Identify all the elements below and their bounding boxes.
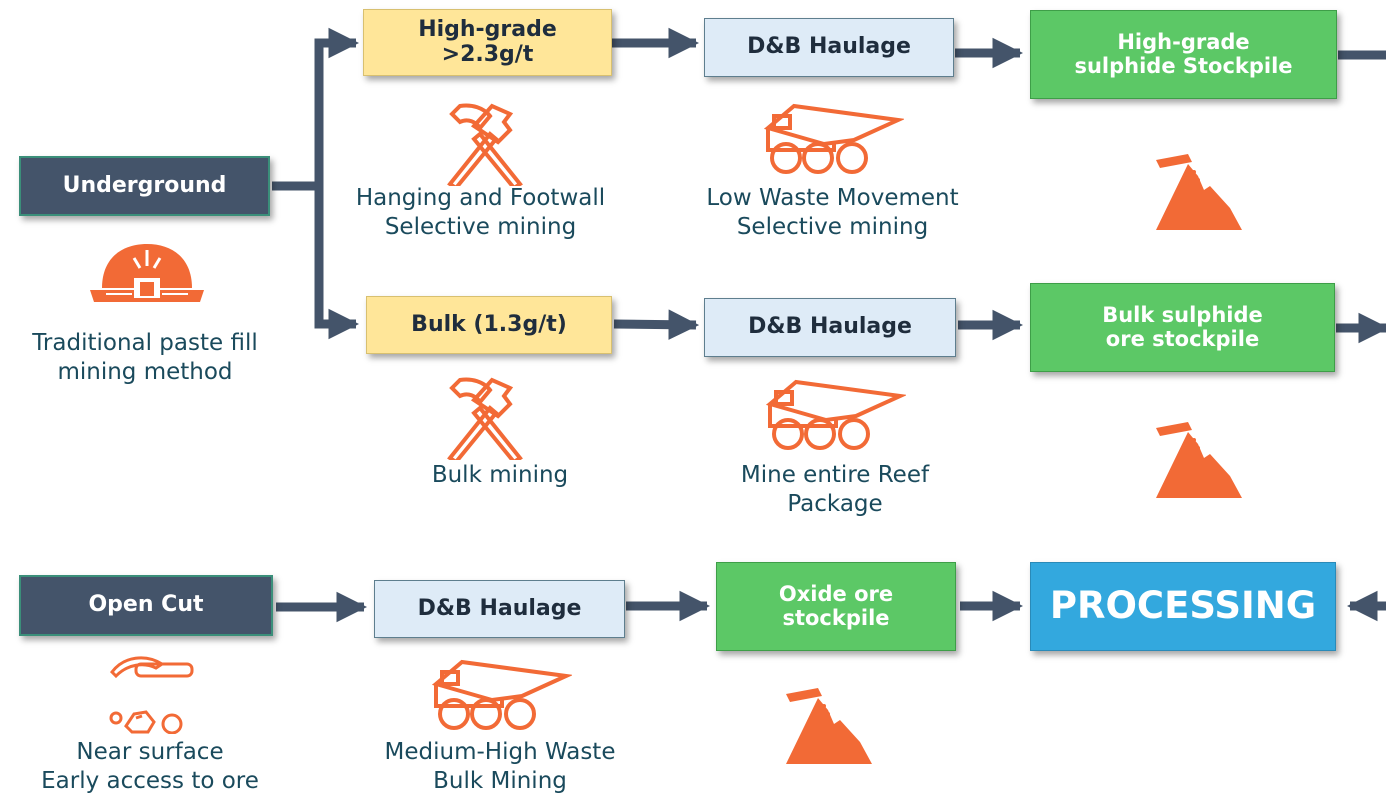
dump-truck-icon [432, 659, 572, 730]
bulk-caption: Bulk mining [380, 461, 620, 490]
processing-label: PROCESSING [1049, 584, 1317, 628]
haulage-open-node: D&B Haulage [374, 580, 625, 638]
oxide-stockpile-label-line1: Oxide ore [778, 582, 894, 607]
processing-node: PROCESSING [1030, 562, 1336, 651]
high-grade-label-line1: High-grade [418, 17, 557, 43]
haulage-mid-node: D&B Haulage [704, 298, 956, 357]
bulk-stockpile-node: Bulk sulphide ore stockpile [1030, 283, 1335, 372]
stockpile-icon [786, 688, 872, 764]
stockpile-icon [1156, 422, 1242, 498]
haulage-open-caption-line2: Bulk Mining [433, 768, 567, 795]
open-cut-caption-line1: Near surface [76, 739, 224, 765]
bulk-node: Bulk (1.3g/t) [366, 296, 612, 354]
oxide-stockpile-label-line2: stockpile [782, 605, 890, 630]
oxide-stockpile-node: Oxide ore stockpile [716, 562, 956, 651]
open-cut-caption-line2: Early access to ore [41, 768, 259, 795]
haulage-mid-caption: Mine entire Reef Package [690, 461, 980, 520]
high-grade-caption-line2: Selective mining [384, 214, 577, 241]
haulage-top-caption-line2: Selective mining [736, 214, 929, 241]
bulk-stockpile-label-line1: Bulk sulphide [1102, 303, 1263, 328]
haulage-top-node: D&B Haulage [704, 18, 954, 77]
bulk-caption-line1: Bulk mining [431, 462, 569, 488]
hard-hat-icon [90, 244, 204, 302]
underground-node: Underground [19, 156, 270, 216]
open-cut-caption: Near surface Early access to ore [0, 738, 300, 797]
open-cut-node: Open Cut [19, 575, 273, 636]
haulage-top-label: D&B Haulage [747, 34, 911, 60]
dump-truck-icon [764, 103, 904, 174]
stockpile-icon [1156, 154, 1242, 230]
high-grade-label-line2: >2.3g/t [441, 41, 534, 67]
underground-caption-line2: mining method [57, 359, 233, 386]
haulage-mid-caption-line2: Package [787, 491, 883, 518]
arrow-bulk-to-haulage [613, 309, 700, 340]
high-grade-node: High-grade >2.3g/t [363, 9, 612, 76]
hg-stockpile-label-line1: High-grade [1117, 30, 1250, 55]
branch-arrow-bulk [300, 181, 360, 340]
haulage-open-label: D&B Haulage [417, 595, 582, 621]
pickaxe-icon [109, 656, 194, 734]
bulk-label: Bulk (1.3g/t) [411, 311, 567, 337]
underground-caption: Traditional paste fill mining method [0, 329, 290, 388]
hg-stockpile-label-line2: sulphide Stockpile [1074, 53, 1293, 78]
hg-stockpile-node: High-grade sulphide Stockpile [1030, 10, 1337, 99]
haulage-mid-label: D&B Haulage [748, 314, 912, 340]
bulk-stockpile-label-line2: ore stockpile [1105, 326, 1260, 351]
high-grade-caption: Hanging and Footwall Selective mining [318, 184, 643, 243]
haulage-top-caption: Low Waste Movement Selective mining [665, 184, 1000, 243]
haulage-open-caption-line1: Medium-High Waste [384, 739, 616, 765]
high-grade-caption-line1: Hanging and Footwall [355, 185, 606, 211]
haulage-open-caption: Medium-High Waste Bulk Mining [350, 738, 650, 797]
haulage-mid-caption-line1: Mine entire Reef [740, 462, 930, 488]
haulage-top-caption-line1: Low Waste Movement [706, 185, 959, 211]
branch-arrow-high-grade [272, 27, 360, 191]
underground-caption-line1: Traditional paste fill [32, 330, 258, 356]
crossed-hammers-icon [447, 103, 523, 186]
open-cut-label: Open Cut [88, 592, 204, 618]
crossed-hammers-icon [447, 377, 523, 460]
underground-label: Underground [62, 172, 227, 198]
dump-truck-icon [766, 379, 906, 450]
